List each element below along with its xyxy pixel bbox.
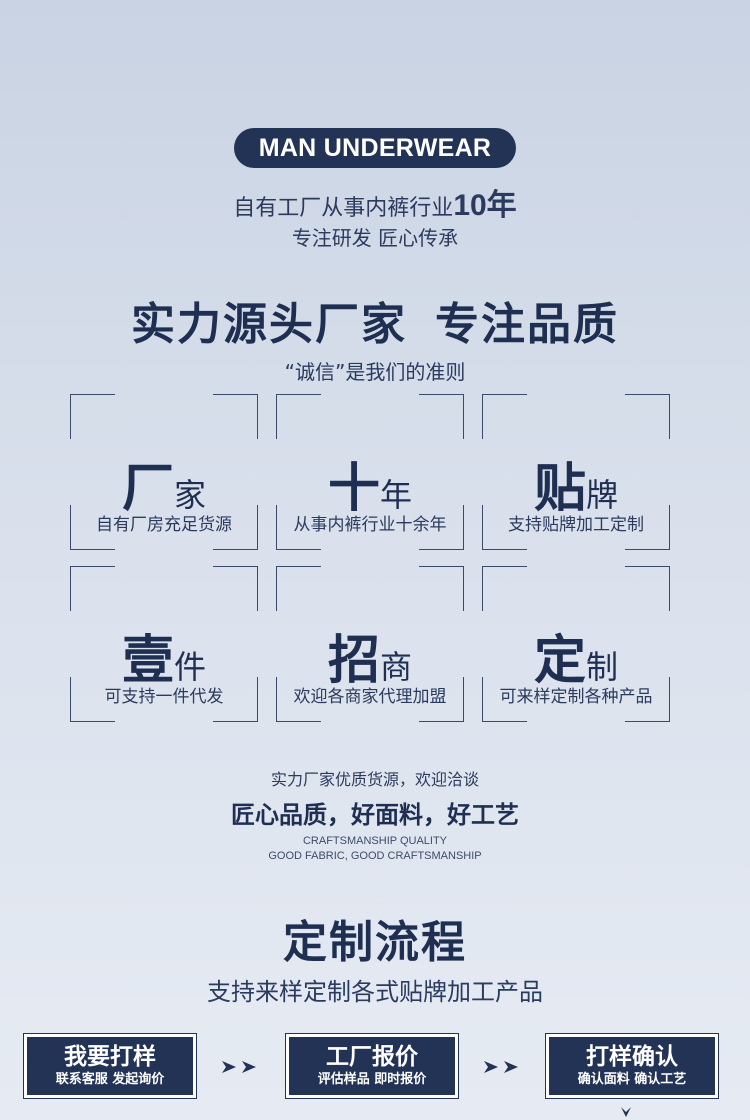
feature-card-custom: 定制 可来样定制各种产品 (482, 566, 670, 722)
tagline-english: CRAFTSMANSHIP QUALITY GOOD FABRIC, GOOD … (0, 834, 750, 864)
corner-line (213, 677, 258, 722)
process-step-sample: 我要打样 联系客服 发起询价 (23, 1033, 197, 1099)
feature-big-char: 招 (327, 631, 380, 691)
feature-desc: 欢迎各商家代理加盟 (293, 687, 447, 707)
tagline-line2: 匠心品质，好面料，好工艺 (231, 801, 519, 829)
process-subtitle: 支持来样定制各式贴牌加工产品 (207, 978, 543, 1006)
corner-line (625, 677, 670, 722)
feature-desc: 支持贴牌加工定制 (508, 515, 644, 535)
feature-card-ten-years: 十年 从事内裤行业十余年 (276, 394, 464, 550)
corner-line (625, 505, 670, 550)
feature-desc: 从事内裤行业十余年 (293, 515, 447, 535)
tagline-en1: CRAFTSMANSHIP QUALITY (302, 835, 448, 847)
chevron-down-icon (621, 1107, 631, 1117)
corner-line (70, 677, 115, 722)
feature-big-char: 定 (533, 631, 586, 691)
motto: “诚信”是我们的准则 (284, 360, 466, 384)
corner-line (482, 505, 527, 550)
corner-line (213, 505, 258, 550)
section-title-part2: 专注品质 (435, 299, 619, 350)
feature-title: 贴牌 (482, 446, 670, 521)
feature-big-char: 贴 (533, 459, 586, 519)
corner-line (213, 566, 258, 611)
feature-big-char: 厂 (121, 459, 174, 519)
process-title: 定制流程 (283, 917, 467, 968)
process-step-confirm: 打样确认 确认面料 确认工艺 (545, 1033, 719, 1099)
corner-line (70, 505, 115, 550)
intro-line-2: 专注研发 匠心传承 (291, 226, 459, 250)
brand-badge: MAN UNDERWEAR (234, 128, 516, 168)
double-chevron-right-icon (484, 1061, 518, 1073)
feature-card-oem: 贴牌 支持贴牌加工定制 (482, 394, 670, 550)
corner-line (482, 566, 527, 611)
feature-small-char: 件 (174, 648, 207, 686)
corner-line (482, 394, 527, 439)
feature-small-char: 牌 (586, 476, 619, 514)
feature-desc: 可来样定制各种产品 (499, 687, 653, 707)
step-title: 工厂报价 (326, 1044, 418, 1070)
corner-line (70, 394, 115, 439)
process-step-quote: 工厂报价 评估样品 即时报价 (285, 1033, 459, 1099)
feature-title: 壹件 (70, 618, 258, 693)
intro-text: 自有工厂从事内裤行业 (233, 196, 454, 221)
step-title: 我要打样 (64, 1044, 156, 1070)
corner-line (213, 394, 258, 439)
step-sub: 评估样品 即时报价 (317, 1072, 427, 1087)
feature-title: 厂家 (70, 446, 258, 521)
corner-line (482, 677, 527, 722)
corner-line (419, 505, 464, 550)
step-sub: 确认面料 确认工艺 (577, 1072, 687, 1087)
feature-small-char: 年 (380, 476, 413, 514)
corner-line (276, 566, 321, 611)
feature-card-factory: 厂家 自有厂房充足货源 (70, 394, 258, 550)
tagline-line1: 实力厂家优质货源，欢迎洽谈 (270, 770, 479, 789)
feature-desc: 可支持一件代发 (104, 687, 224, 707)
feature-title: 招商 (276, 618, 464, 693)
feature-small-char: 商 (380, 648, 413, 686)
section-title: 实力源头厂家专注品质 (0, 288, 750, 352)
feature-card-dropship: 壹件 可支持一件代发 (70, 566, 258, 722)
feature-big-char: 十 (327, 459, 380, 519)
tagline-en2: GOOD FABRIC, GOOD CRAFTSMANSHIP (268, 850, 482, 862)
corner-line (276, 505, 321, 550)
intro-years: 10年 (453, 189, 517, 222)
step-sub: 联系客服 发起询价 (55, 1072, 165, 1087)
corner-line (276, 394, 321, 439)
step-title: 打样确认 (586, 1044, 678, 1070)
corner-line (276, 677, 321, 722)
feature-desc: 自有厂房充足货源 (96, 515, 232, 535)
corner-line (419, 566, 464, 611)
corner-line (70, 566, 115, 611)
feature-card-franchise: 招商 欢迎各商家代理加盟 (276, 566, 464, 722)
feature-title: 定制 (482, 618, 670, 693)
intro-line-1: 自有工厂从事内裤行业10年 (0, 180, 750, 224)
corner-line (419, 677, 464, 722)
double-chevron-right-icon (222, 1061, 256, 1073)
corner-line (625, 566, 670, 611)
feature-small-char: 制 (586, 648, 619, 686)
feature-small-char: 家 (174, 476, 207, 514)
section-title-part1: 实力源头厂家 (131, 299, 407, 350)
corner-line (419, 394, 464, 439)
corner-line (625, 394, 670, 439)
feature-big-char: 壹 (121, 631, 174, 691)
feature-title: 十年 (276, 446, 464, 521)
